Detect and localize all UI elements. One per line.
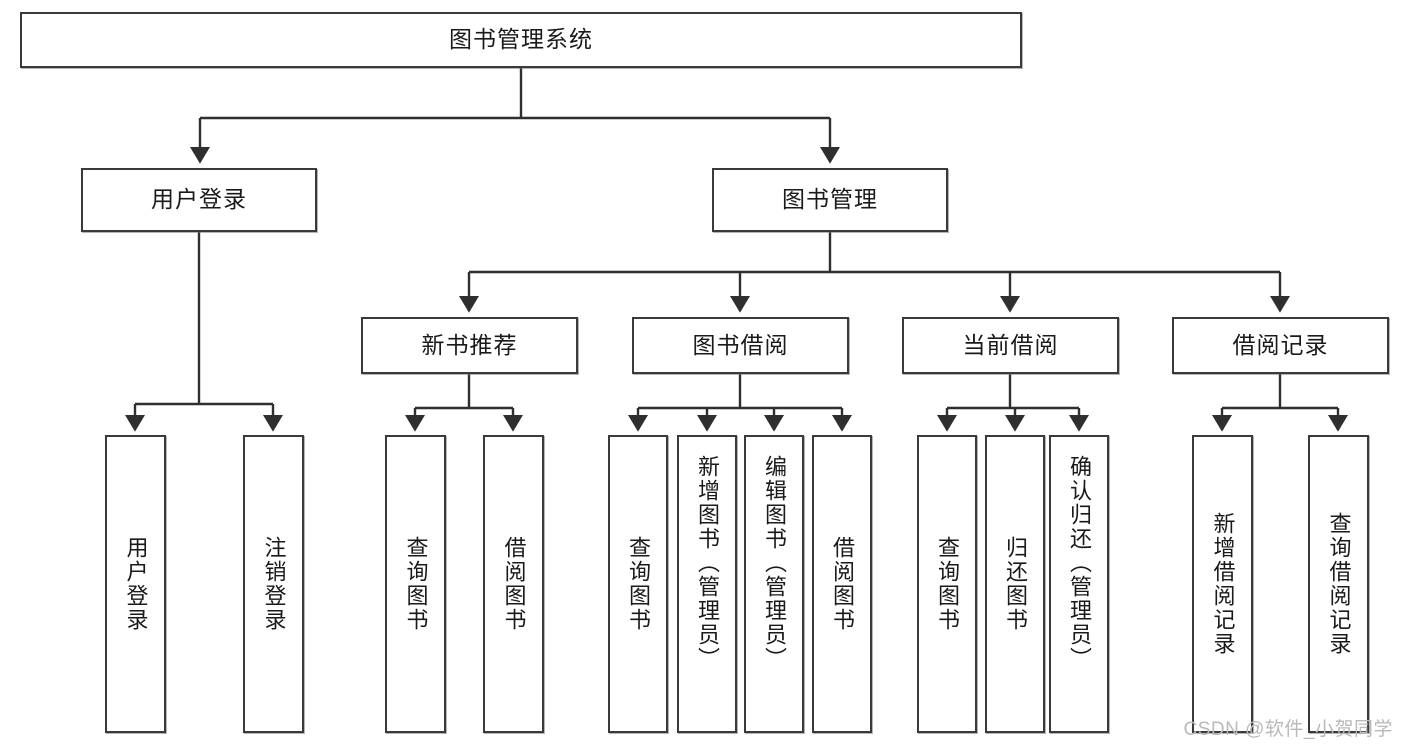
node-leaf-add-book[interactable]: 新增图书（管理员）	[677, 435, 737, 733]
node-leaf-confirm-return-label: 确认归还（管理员）	[1066, 455, 1092, 671]
node-leaf-query-book-1[interactable]: 查询图书	[385, 435, 446, 733]
node-leaf-return-book[interactable]: 归还图书	[985, 435, 1045, 733]
node-leaf-confirm-return[interactable]: 确认归还（管理员）	[1049, 435, 1109, 733]
node-leaf-logout-label: 注销登录	[261, 536, 287, 632]
node-new-book-recommend[interactable]: 新书推荐	[361, 317, 578, 374]
node-leaf-query-book-3[interactable]: 查询图书	[917, 435, 977, 733]
node-leaf-user-login[interactable]: 用户登录	[105, 435, 166, 733]
node-user-login-label: 用户登录	[151, 186, 247, 213]
node-book-manage[interactable]: 图书管理	[712, 168, 948, 232]
node-leaf-borrow-book-2-label: 借阅图书	[829, 536, 855, 632]
node-leaf-logout[interactable]: 注销登录	[243, 435, 304, 733]
node-leaf-return-book-label: 归还图书	[1002, 536, 1028, 632]
node-root-label: 图书管理系统	[449, 26, 593, 53]
node-borrow-record[interactable]: 借阅记录	[1172, 317, 1389, 374]
node-leaf-query-book-1-label: 查询图书	[403, 536, 429, 632]
node-user-login[interactable]: 用户登录	[81, 168, 317, 232]
node-new-book-recommend-label: 新书推荐	[421, 331, 518, 358]
node-leaf-query-record-label: 查询借阅记录	[1326, 512, 1352, 656]
node-leaf-query-book-3-label: 查询图书	[934, 536, 960, 632]
node-leaf-borrow-book-1[interactable]: 借阅图书	[483, 435, 544, 733]
node-leaf-add-record[interactable]: 新增借阅记录	[1192, 435, 1253, 733]
node-root[interactable]: 图书管理系统	[20, 12, 1022, 68]
node-leaf-borrow-book-1-label: 借阅图书	[501, 536, 527, 632]
node-leaf-add-record-label: 新增借阅记录	[1210, 512, 1236, 656]
node-leaf-add-book-label: 新增图书（管理员）	[694, 455, 720, 671]
node-current-borrow[interactable]: 当前借阅	[902, 317, 1119, 374]
node-leaf-user-login-label: 用户登录	[123, 536, 149, 632]
node-leaf-borrow-book-2[interactable]: 借阅图书	[812, 435, 872, 733]
node-leaf-query-book-2-label: 查询图书	[625, 536, 651, 632]
node-book-borrow[interactable]: 图书借阅	[632, 317, 849, 374]
node-leaf-edit-book-label: 编辑图书（管理员）	[761, 455, 787, 671]
node-leaf-query-record[interactable]: 查询借阅记录	[1308, 435, 1369, 733]
node-borrow-record-label: 借阅记录	[1232, 331, 1329, 358]
node-book-manage-label: 图书管理	[782, 186, 878, 213]
node-current-borrow-label: 当前借阅	[962, 331, 1059, 358]
csdn-watermark: CSDN @软件_小贺同学	[1183, 719, 1393, 740]
node-leaf-query-book-2[interactable]: 查询图书	[608, 435, 668, 733]
node-leaf-edit-book[interactable]: 编辑图书（管理员）	[744, 435, 804, 733]
node-book-borrow-label: 图书借阅	[692, 331, 789, 358]
